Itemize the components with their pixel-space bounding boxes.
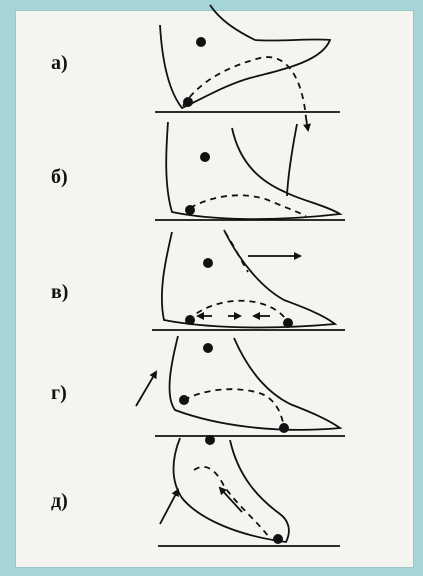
foot-stage-a [155,5,340,130]
foot-outline [170,336,340,430]
heel-dot [183,97,193,107]
foot-stage-b [155,122,345,220]
joint-dot [196,37,206,47]
heel-dot [185,205,195,215]
joint-dot [203,343,213,353]
foot-stage-d [158,435,340,546]
foot-outline [166,122,340,219]
lift-arrow [160,490,178,524]
foot-outline [160,5,330,108]
toe-dot [283,318,293,328]
shin-line [287,124,297,196]
lift-arrow [136,372,156,406]
heel-dot [179,395,189,405]
push-back-arrow [220,488,242,512]
joint-dot [200,152,210,162]
arch-curve-dashed [188,301,288,322]
toe-dot [279,423,289,433]
foot-outline [162,230,335,327]
foot-stage-g [136,336,345,436]
foot-stage-v [152,230,345,330]
joint-dot [205,435,215,445]
swing-arrow [306,118,308,130]
heel-dot [185,315,195,325]
joint-dot [203,258,213,268]
shin-curve-dashed [194,467,268,536]
arch-curve-dashed [190,195,306,216]
foot-outline [174,438,289,542]
arch-curve-dashed [184,389,284,428]
foot-curve-dashed [183,57,306,118]
toe-dot [273,534,283,544]
